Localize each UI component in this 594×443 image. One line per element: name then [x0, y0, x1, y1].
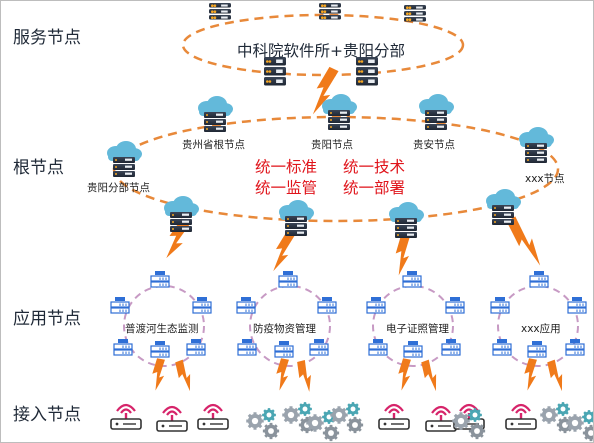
app-server-icon: [445, 297, 465, 314]
lightning-bolt-icon: [395, 233, 411, 276]
principle-text: 统一部署: [343, 179, 406, 197]
app-server-icon: [110, 297, 130, 314]
lightning-bolt-icon: [312, 66, 339, 115]
app-server-icon: [366, 297, 386, 314]
app-server-icon: [186, 339, 206, 356]
cloud-server-icon: [519, 127, 554, 163]
application-label: 普渡河生态监测: [125, 323, 199, 335]
principle-text: 统一技术: [343, 158, 406, 176]
layer-label-root: 根节点: [13, 158, 64, 178]
layer-label-service: 服务节点: [13, 28, 81, 48]
app-server-icon: [278, 271, 298, 288]
app-server-icon: [492, 339, 512, 356]
lightning-bolt-icon: [175, 359, 191, 392]
app-server-icon: [565, 339, 585, 356]
app-server-icon: [317, 297, 337, 314]
app-server-icon: [403, 341, 423, 358]
app-server-icon: [529, 271, 549, 288]
root-node-label: 贵州省根节点: [182, 139, 245, 151]
app-server-icon: [527, 341, 547, 358]
lightning-bolt-icon: [421, 359, 437, 392]
cloud-server-icon: [486, 189, 521, 225]
principle-text: 统一标准: [255, 158, 318, 176]
wifi-router-icon: [197, 403, 229, 430]
layer-label-application: 应用节点: [13, 309, 81, 329]
cloud-server-icon: [389, 202, 424, 238]
cloud-server-icon: [198, 96, 233, 132]
gear-cluster-icon: [246, 408, 280, 440]
app-server-icon: [368, 339, 388, 356]
gear-cluster-icon: [306, 410, 340, 442]
app-server-icon: [150, 271, 170, 288]
application-ring: [497, 285, 579, 367]
gear-cluster-icon: [566, 410, 593, 442]
wifi-router-icon: [110, 403, 142, 430]
node-icons: [107, 3, 593, 442]
gear-cluster-icon: [330, 402, 364, 434]
server-rack-icon: [319, 3, 341, 20]
wifi-router-icon: [505, 403, 537, 430]
app-server-icon: [309, 339, 329, 356]
server-rack-icon: [209, 3, 231, 20]
application-ring: [249, 285, 331, 367]
app-server-icon: [402, 271, 422, 288]
application-label: xxx应用: [521, 323, 561, 335]
principle-text: 统一监管: [255, 179, 318, 197]
lightning-bolt-icon: [276, 358, 289, 391]
root-node-label: 贵阳节点: [311, 139, 353, 151]
application-ring: [372, 285, 454, 367]
app-server-icon: [237, 339, 257, 356]
wifi-router-icon: [425, 405, 457, 432]
app-server-icon: [150, 341, 170, 358]
app-server-icon: [192, 297, 212, 314]
lightning-bolt-icon: [524, 358, 537, 391]
wifi-router-icon: [156, 405, 188, 432]
lightning-bolt-icon: [506, 216, 541, 266]
gear-cluster-icon: [282, 402, 316, 434]
cloud-server-icon: [279, 200, 314, 236]
application-label: 电子证照管理: [386, 323, 449, 335]
gear-cluster-icon: [452, 408, 486, 440]
application-ring: [123, 285, 205, 367]
app-server-icon: [236, 297, 256, 314]
cloud-server-icon: [107, 141, 142, 177]
lightning-bolt-icon: [547, 359, 563, 392]
service-node-name: 中科院软件所+贵阳分部: [237, 42, 405, 60]
server-rack-icon: [264, 57, 286, 86]
app-server-icon: [113, 339, 133, 356]
app-server-icon: [441, 339, 461, 356]
layer-label-access: 接入节点: [13, 405, 81, 425]
lightning-links: [152, 66, 563, 392]
root-node-label: 贵阳分部节点: [87, 182, 150, 194]
app-server-icon: [567, 297, 587, 314]
cloud-server-icon: [164, 196, 199, 232]
lightning-bolt-icon: [398, 358, 411, 391]
cloud-server-icon: [322, 94, 357, 130]
application-label: 防疫物资管理: [253, 323, 316, 335]
wifi-router-icon: [378, 403, 410, 430]
app-server-icon: [274, 341, 294, 358]
lightning-bolt-icon: [273, 231, 296, 272]
server-rack-icon: [404, 5, 426, 22]
app-server-icon: [490, 297, 510, 314]
root-node-label: 贵安节点: [413, 139, 455, 151]
server-rack-icon: [356, 57, 378, 86]
lightning-bolt-icon: [152, 358, 165, 391]
lightning-bolt-icon: [297, 359, 311, 392]
root-node-label: xxx节点: [525, 173, 565, 185]
cloud-server-icon: [419, 94, 454, 130]
